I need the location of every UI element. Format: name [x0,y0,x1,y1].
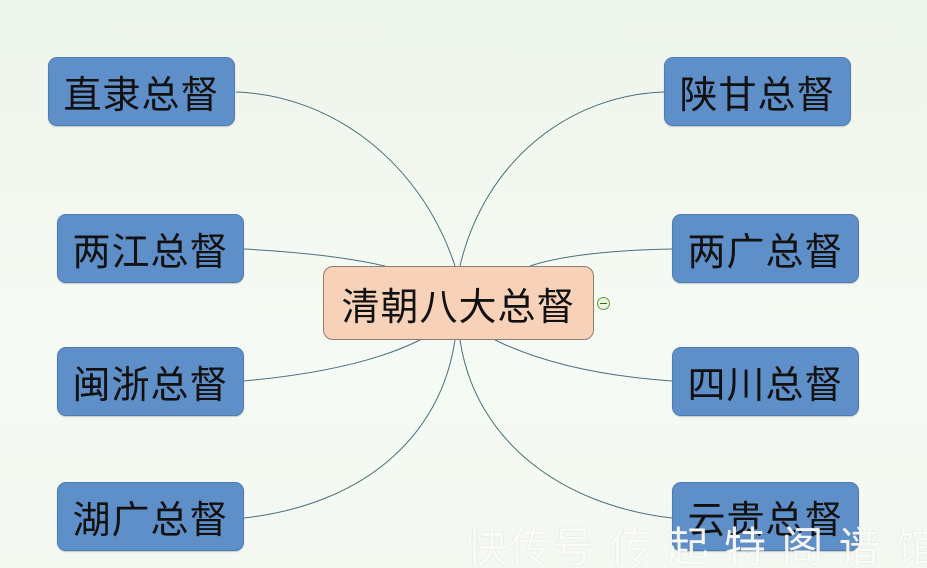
connector-line [494,339,673,382]
connector-line [459,91,665,267]
node-right-3[interactable]: 四川总督 [672,347,859,416]
node-right-1[interactable]: 陕甘总督 [664,57,851,126]
node-label: 两江总督 [72,230,229,274]
node-left-3[interactable]: 闽浙总督 [57,347,244,416]
node-label: 云贵总督 [687,498,844,542]
connector-line [459,339,673,519]
node-label: 直隶总督 [63,73,220,117]
connector-line [243,339,456,519]
node-left-2[interactable]: 两江总督 [57,214,244,283]
node-label: 湖广总督 [72,498,229,542]
central-topic-label: 清朝八大总督 [341,284,576,329]
node-label: 两广总督 [687,230,844,274]
node-label: 陕甘总督 [679,73,836,117]
central-topic[interactable]: 清朝八大总督 [323,266,594,340]
connector-line [243,339,421,382]
node-right-4[interactable]: 云贵总督 [672,482,859,551]
collapse-toggle-icon[interactable] [597,297,610,310]
watermark: 快传号 传 起 特 阁 谱 馆 带 澄 [466,523,926,566]
node-left-1[interactable]: 直隶总督 [48,57,235,126]
connector-line [529,248,673,267]
node-right-2[interactable]: 两广总督 [672,214,859,283]
node-left-4[interactable]: 湖广总督 [57,482,244,551]
connector-line [235,91,456,267]
node-label: 四川总督 [687,363,844,407]
node-label: 闽浙总督 [72,363,229,407]
connector-line [243,248,386,267]
